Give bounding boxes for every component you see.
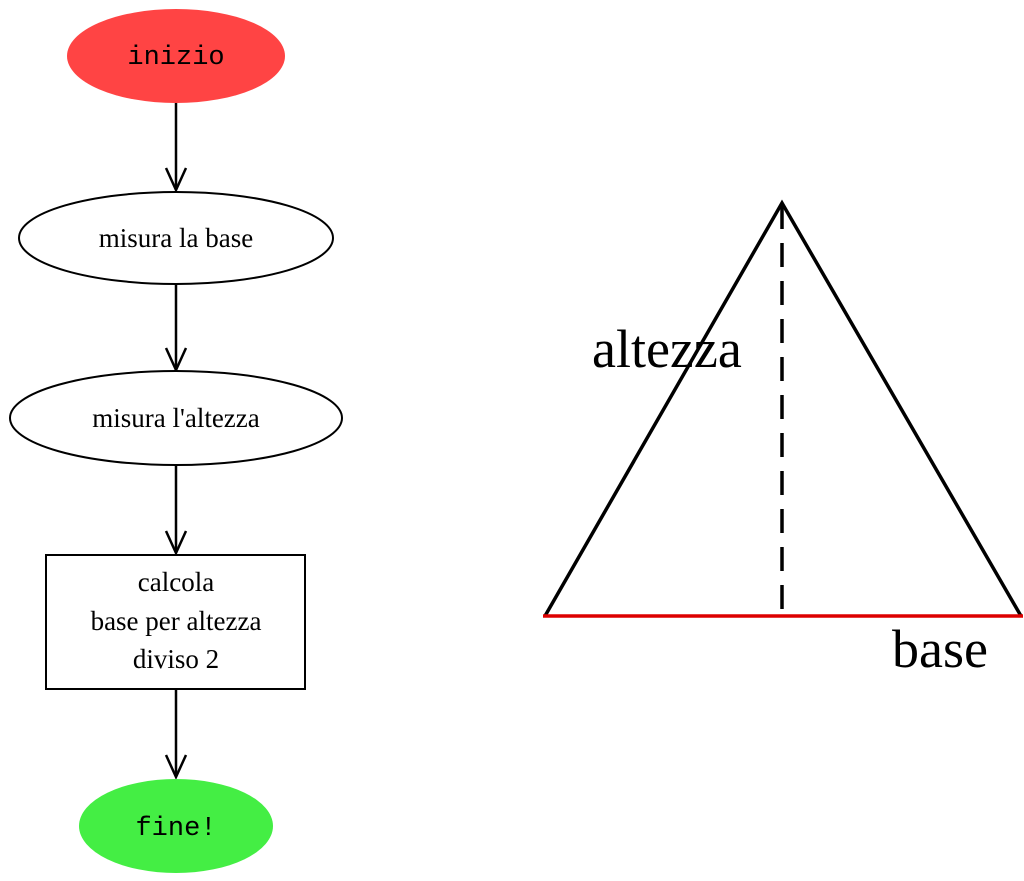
end-node-label: fine!	[135, 814, 216, 844]
start-node-shape	[67, 9, 285, 103]
base-label: base	[892, 619, 988, 679]
arrowhead-process-to-end	[164, 754, 188, 781]
start-node: inizio	[67, 9, 285, 103]
triangle-illustration: altezza base	[543, 199, 1023, 679]
step-measure-height-shape	[9, 370, 343, 466]
end-node: fine!	[79, 779, 273, 873]
step-measure-height: misura l'altezza	[9, 370, 343, 466]
arrowhead-step2-to-process	[164, 530, 188, 557]
process-line-1: calcola	[138, 567, 214, 597]
step-measure-base-label: misura la base	[99, 223, 253, 253]
process-box	[45, 554, 306, 690]
triangle-sides	[543, 199, 1023, 617]
process-line-2: base per altezza	[91, 606, 262, 636]
start-node-label: inizio	[127, 43, 224, 73]
end-node-shape	[79, 779, 273, 873]
process-compute-area: calcola base per altezza diviso 2	[45, 554, 306, 690]
height-label: altezza	[592, 319, 742, 379]
step-measure-base: misura la base	[18, 191, 334, 285]
step-measure-height-label: misura l'altezza	[92, 403, 260, 433]
flowchart-connectors	[164, 103, 188, 781]
arrowhead-start-to-step1	[164, 167, 188, 194]
process-line-3: diviso 2	[133, 644, 219, 674]
step-measure-base-shape	[18, 191, 334, 285]
